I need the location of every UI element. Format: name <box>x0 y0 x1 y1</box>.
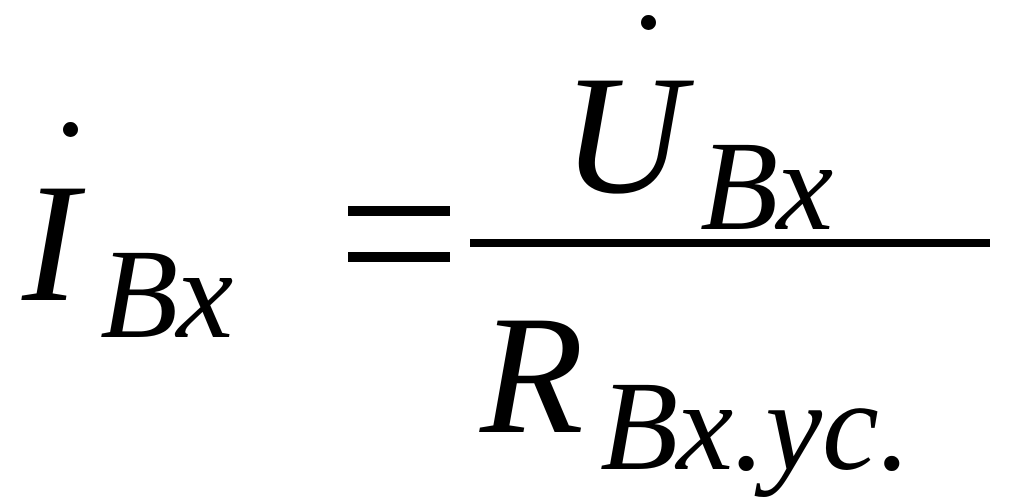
lhs-symbol: I <box>22 149 79 337</box>
lhs-subscript: Вх <box>100 223 234 365</box>
fraction-bar <box>470 239 990 247</box>
denominator-subscript: Вх.ус. <box>600 355 911 497</box>
phasor-dot-numerator <box>641 15 656 30</box>
equals-bar-top <box>348 206 450 216</box>
denominator-symbol: R <box>480 281 584 469</box>
phasor-dot-lhs <box>63 122 78 137</box>
numerator-subscript: Вх <box>700 115 834 257</box>
equals-bar-bottom <box>348 252 450 262</box>
numerator-symbol: U <box>562 41 685 229</box>
